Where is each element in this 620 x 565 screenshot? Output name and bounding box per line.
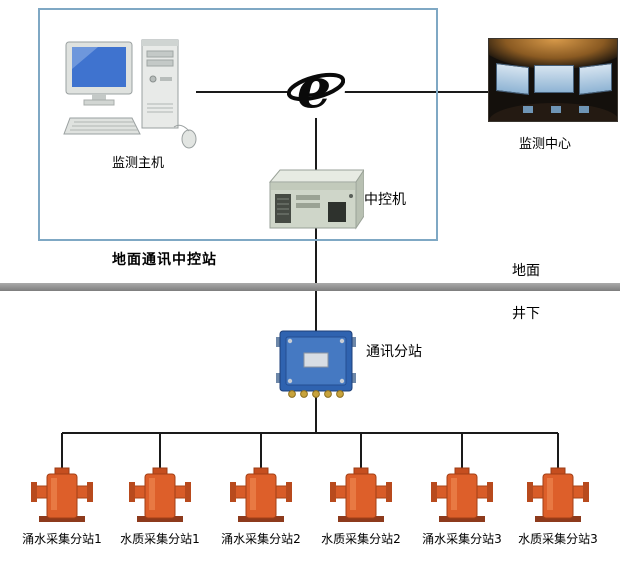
sensor-device xyxy=(230,466,292,524)
surface-label: 地面 xyxy=(512,263,540,279)
control-room-photo xyxy=(488,38,618,122)
wall-screen xyxy=(579,62,612,96)
rack-server-icon xyxy=(268,169,364,230)
wall-screen xyxy=(534,65,574,93)
sensor-device xyxy=(129,466,191,524)
flow-sensor-icon xyxy=(431,467,493,522)
monitor-host-label: 监测主机 xyxy=(111,156,164,171)
desk-monitor xyxy=(523,106,533,113)
flow-sensor-icon xyxy=(230,467,292,522)
sensor-device xyxy=(330,466,392,524)
junction-box-icon xyxy=(276,330,356,398)
sensor-device xyxy=(31,466,93,524)
sensor-label: 涌水采集分站3 xyxy=(422,532,502,546)
ground-station-label: 地面通讯中控站 xyxy=(112,252,217,268)
sensor-label: 水质采集分站1 xyxy=(120,532,200,546)
desk-monitor xyxy=(551,106,561,113)
comm-substation-label: 通讯分站 xyxy=(366,344,422,360)
sensor-label: 水质采集分站3 xyxy=(518,532,598,546)
flow-sensor-icon xyxy=(527,467,589,522)
wall-screen xyxy=(496,62,529,96)
sensor-label: 水质采集分站2 xyxy=(321,532,401,546)
desk-monitor xyxy=(579,106,589,113)
surface-divider-bar xyxy=(0,283,620,291)
internet-e-logo-icon: e xyxy=(287,60,345,118)
desktop-computer-icon xyxy=(63,39,197,149)
sensor-label: 涌水采集分站1 xyxy=(22,532,102,546)
svg-text:e: e xyxy=(297,60,331,118)
underground-label: 井下 xyxy=(512,306,540,322)
sensor-device xyxy=(431,466,493,524)
control-machine-label: 中控机 xyxy=(364,192,406,208)
flow-sensor-icon xyxy=(129,467,191,522)
monitor-center-label: 监测中心 xyxy=(518,137,571,152)
flow-sensor-icon xyxy=(31,467,93,522)
flow-sensor-icon xyxy=(330,467,392,522)
ground-station-box xyxy=(38,8,438,241)
sensor-device xyxy=(527,466,589,524)
sensor-label: 涌水采集分站2 xyxy=(221,532,301,546)
